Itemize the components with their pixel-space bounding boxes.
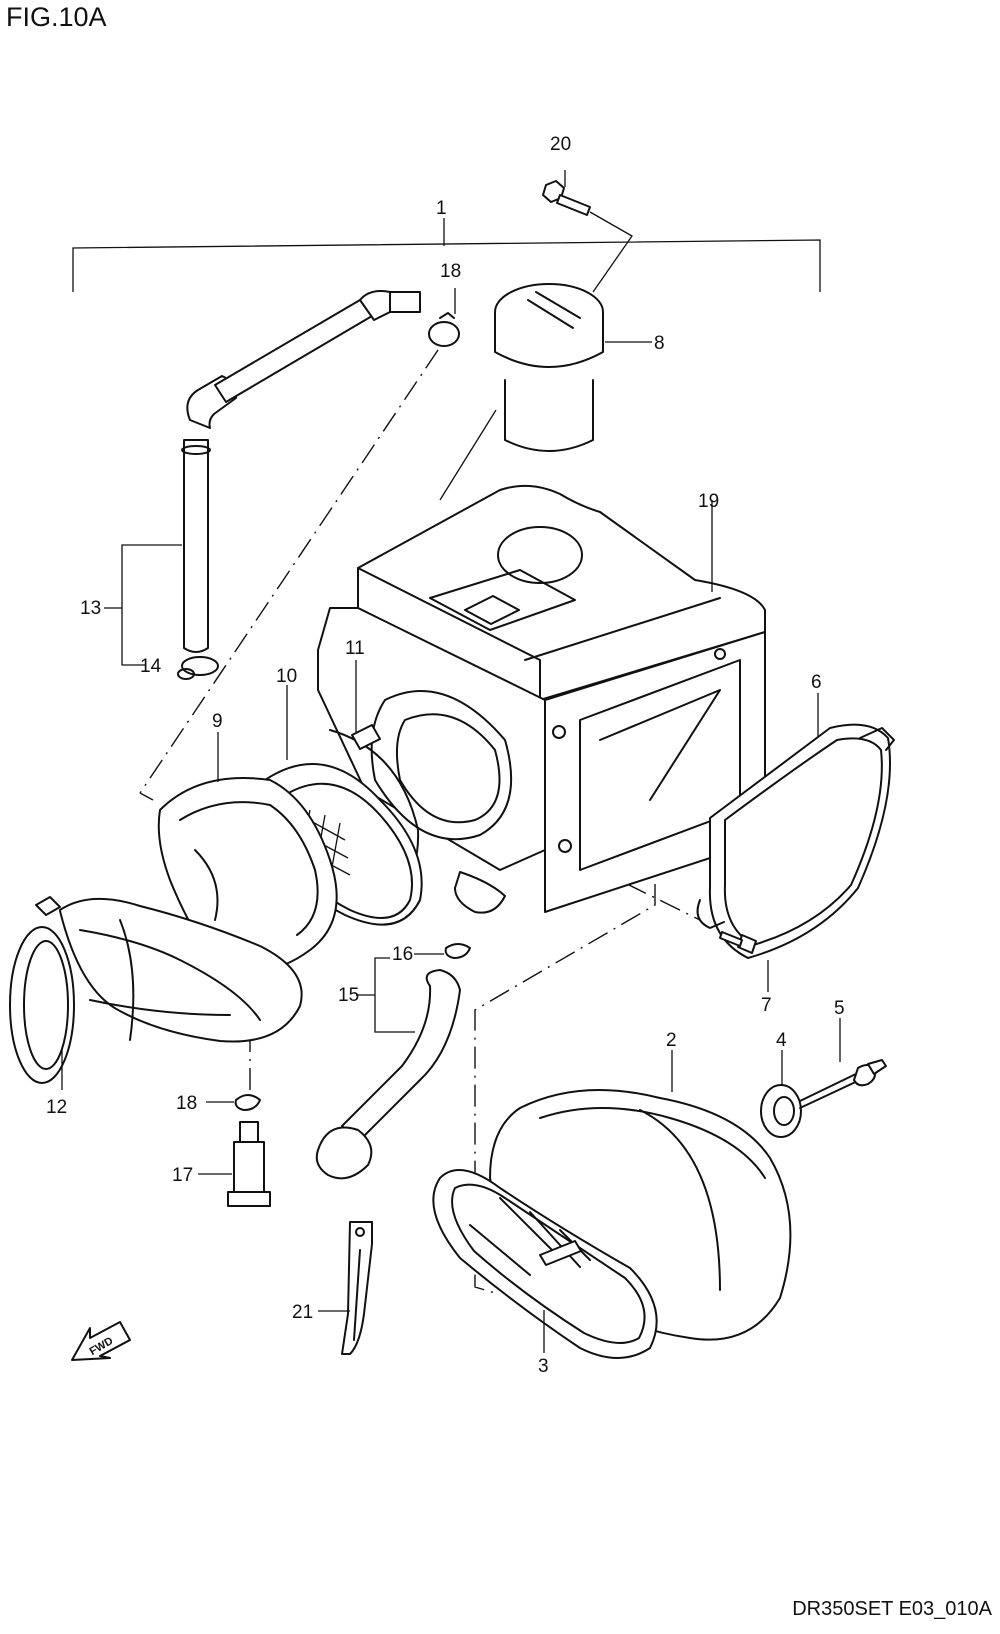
wing-bolt-part-5	[799, 1018, 887, 1109]
callout-18-top: 18	[440, 261, 461, 282]
callout-10: 10	[276, 666, 297, 687]
cap-part-8	[439, 283, 652, 501]
forward-arrow-icon: FWD	[71, 1321, 131, 1361]
figure-title: FIG.10A	[6, 2, 107, 32]
clip-part-16	[414, 943, 471, 959]
drawing-code: DR350SET E03_010A	[792, 1598, 992, 1620]
callout-16: 16	[392, 944, 413, 965]
callout-5: 5	[834, 998, 845, 1019]
callout-19: 19	[698, 491, 719, 512]
plug-part-17	[198, 1121, 271, 1207]
callout-18-lower: 18	[176, 1093, 197, 1114]
filter-cage-part-3	[432, 1169, 658, 1359]
intake-tube-part-12	[9, 896, 303, 1090]
callout-1: 1	[436, 198, 447, 219]
callout-2: 2	[666, 1030, 677, 1051]
callout-9: 9	[212, 711, 223, 732]
callout-17: 17	[172, 1165, 193, 1186]
breather-hose-part-13	[104, 290, 421, 680]
callout-labels: 1 2 3 4 5 6 7 8 9 10 11 12 13 14 15 16 1…	[46, 134, 845, 1377]
callout-13: 13	[80, 598, 101, 619]
callout-21: 21	[292, 1302, 313, 1323]
callout-3: 3	[538, 1356, 549, 1377]
washer-part-4	[760, 1050, 802, 1138]
screw-part-7	[719, 931, 769, 992]
callout-6: 6	[811, 672, 822, 693]
stay-part-21	[318, 1221, 373, 1355]
callout-4: 4	[776, 1030, 787, 1051]
callout-12: 12	[46, 1097, 67, 1118]
drain-hose-part-15	[315, 957, 461, 1180]
callout-20: 20	[550, 134, 571, 155]
callout-8: 8	[654, 333, 665, 354]
assembly-bracket	[72, 218, 821, 292]
callout-15: 15	[338, 985, 359, 1006]
callout-14: 14	[140, 656, 162, 677]
clip-part-18-top	[428, 288, 460, 347]
callout-7: 7	[761, 995, 772, 1016]
callout-11: 11	[345, 638, 365, 659]
clip-part-18-lower	[206, 1094, 261, 1111]
bolt-part-20	[542, 170, 633, 293]
